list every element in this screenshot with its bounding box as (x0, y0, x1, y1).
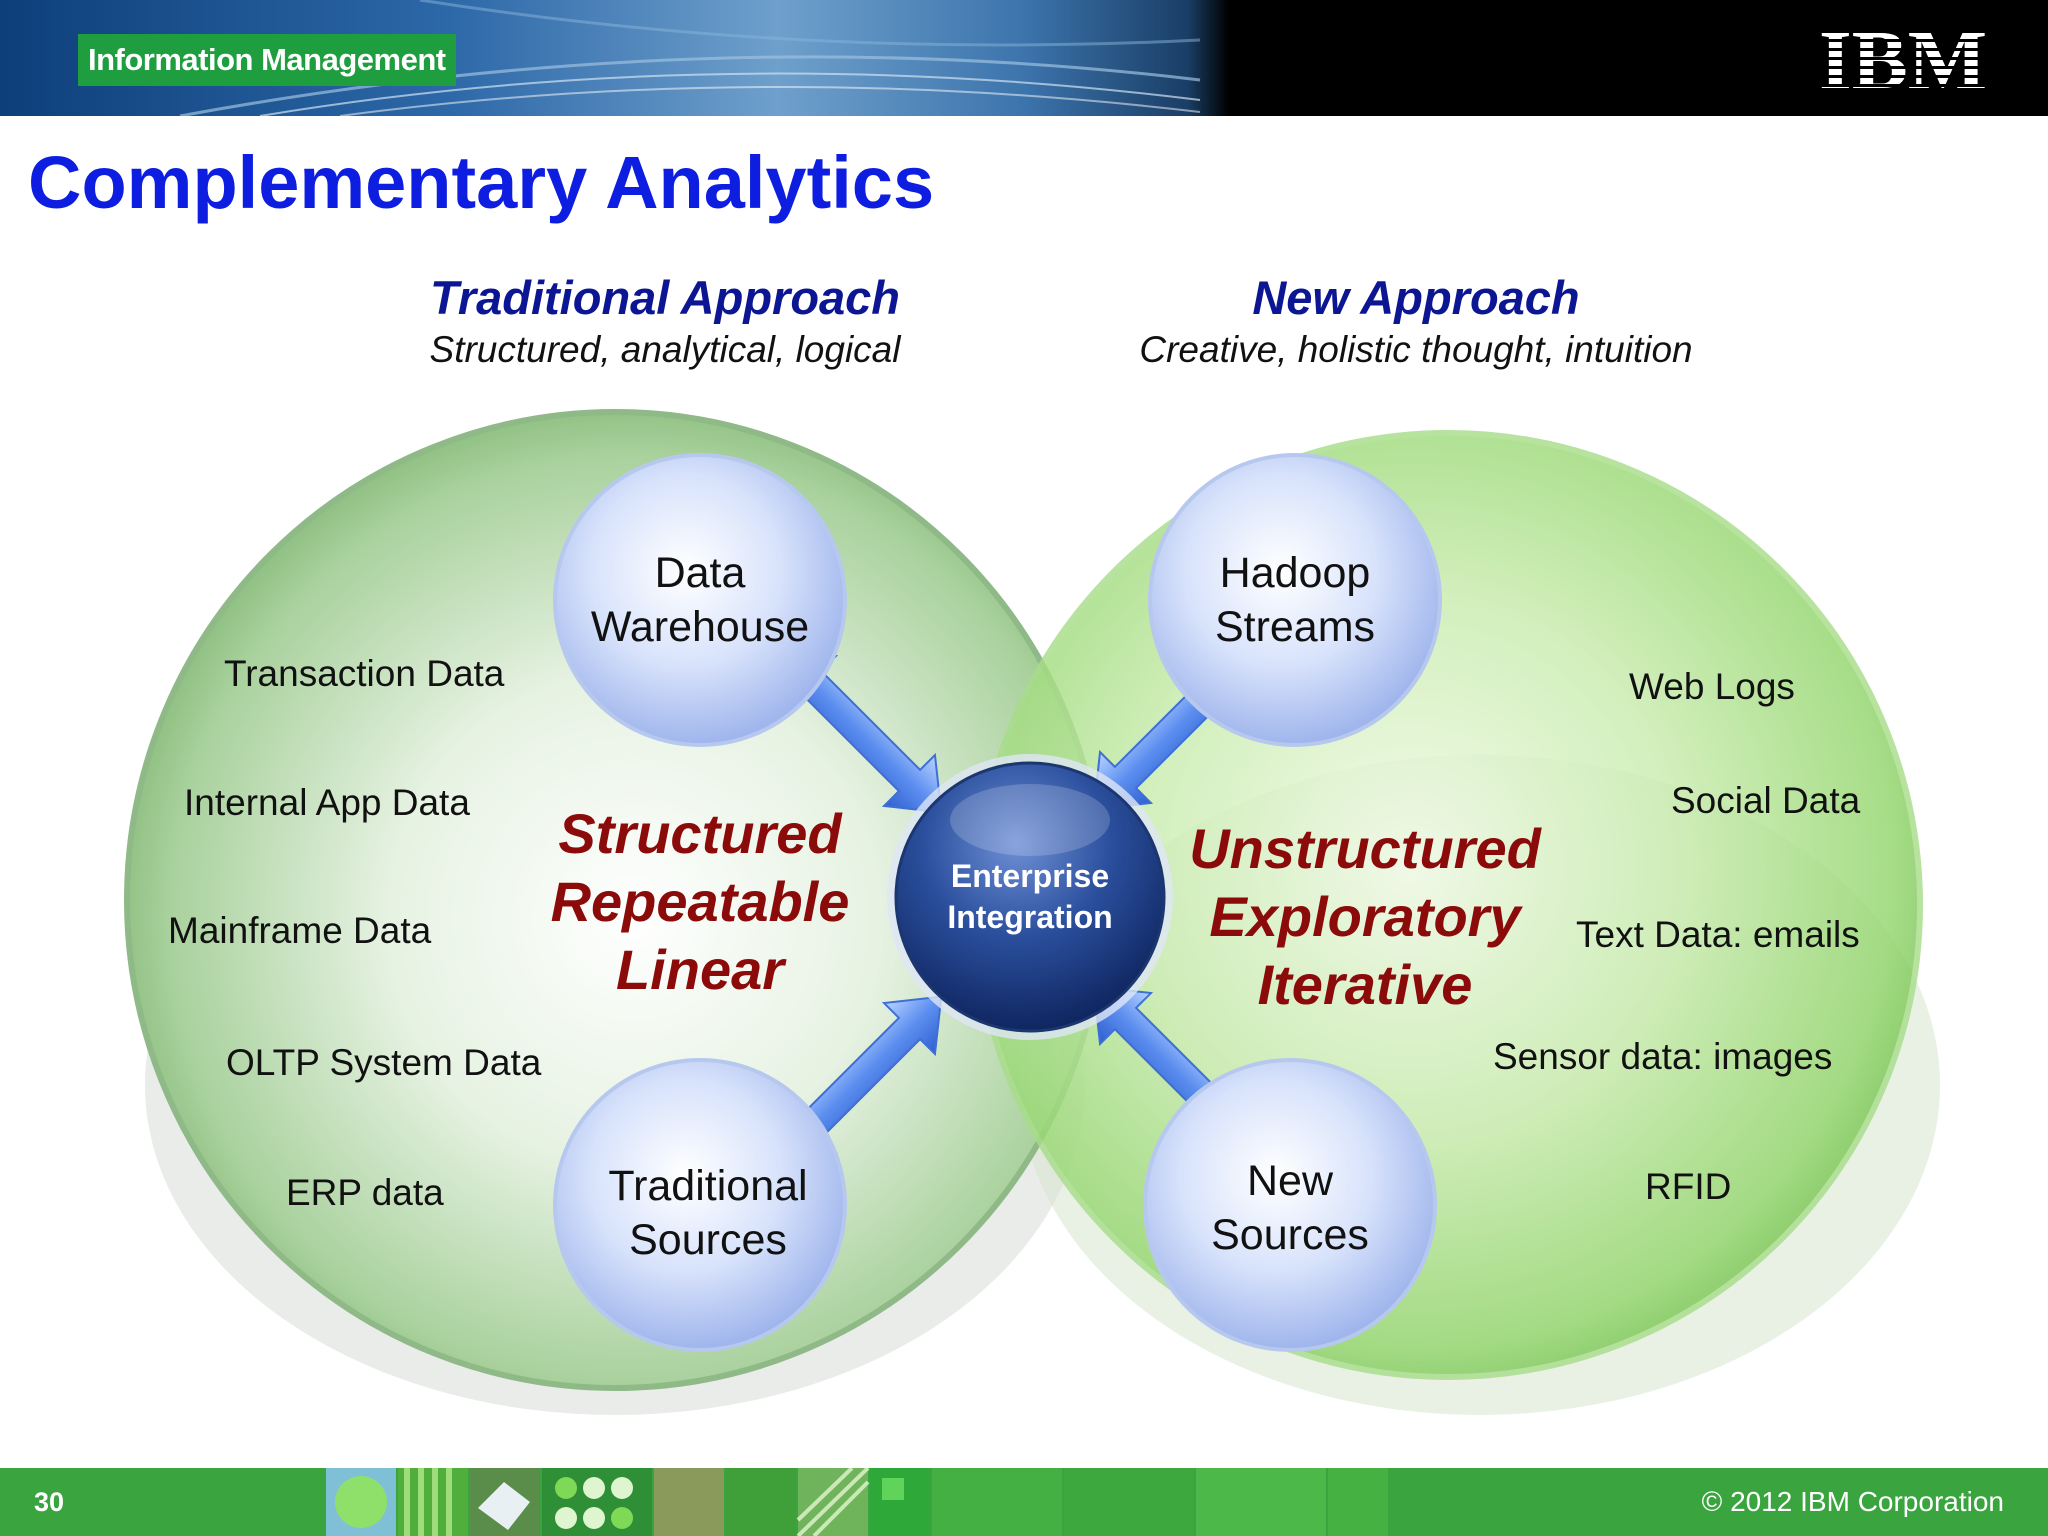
footer-image-strip (326, 1468, 1546, 1536)
enterprise-integration-hub: Enterprise Integration (890, 752, 1170, 1042)
source-erp-data: ERP data (286, 1171, 444, 1215)
trait-structured: Structured (500, 800, 900, 868)
source-transaction-data: Transaction Data (224, 652, 504, 696)
node-new-sources: New Sources (1145, 1063, 1435, 1353)
node-hadoop-streams-line1: Hadoop (1220, 546, 1371, 600)
node-data-warehouse-line2: Warehouse (591, 600, 809, 654)
source-web-logs: Web Logs (1629, 665, 1795, 709)
trait-exploratory: Exploratory (1165, 883, 1565, 951)
source-mainframe-data: Mainframe Data (168, 909, 431, 953)
node-data-warehouse: Data Warehouse (555, 455, 845, 745)
trait-unstructured: Unstructured (1165, 815, 1565, 883)
trait-linear: Linear (500, 936, 900, 1004)
node-traditional-sources: Traditional Sources (563, 1068, 853, 1358)
hub-label-line1: Enterprise (951, 856, 1109, 897)
node-new-sources-line1: New (1247, 1154, 1333, 1208)
trait-repeatable: Repeatable (500, 868, 900, 936)
node-hadoop-streams-line2: Streams (1215, 600, 1375, 654)
source-internal-app-data: Internal App Data (184, 781, 470, 825)
hub-label-line2: Integration (947, 897, 1112, 938)
node-data-warehouse-line1: Data (655, 546, 746, 600)
node-traditional-sources-line2: Sources (629, 1213, 787, 1267)
source-rfid: RFID (1645, 1165, 1731, 1209)
footer-bar: 30 © 2012 IBM Corporation (0, 1468, 2048, 1536)
node-hadoop-streams: Hadoop Streams (1150, 455, 1440, 745)
trait-iterative: Iterative (1165, 951, 1565, 1019)
traditional-traits: Structured Repeatable Linear (500, 800, 900, 1004)
node-new-sources-line2: Sources (1211, 1208, 1369, 1262)
copyright: © 2012 IBM Corporation (1702, 1468, 2004, 1536)
source-text-data: Text Data: emails (1576, 913, 1860, 957)
node-traditional-sources-line1: Traditional (608, 1159, 807, 1213)
page-number: 30 (34, 1468, 64, 1536)
new-approach-traits: Unstructured Exploratory Iterative (1165, 815, 1565, 1019)
source-social-data: Social Data (1671, 779, 1860, 823)
source-sensor-data: Sensor data: images (1493, 1035, 1832, 1079)
source-oltp-system-data: OLTP System Data (226, 1041, 541, 1085)
